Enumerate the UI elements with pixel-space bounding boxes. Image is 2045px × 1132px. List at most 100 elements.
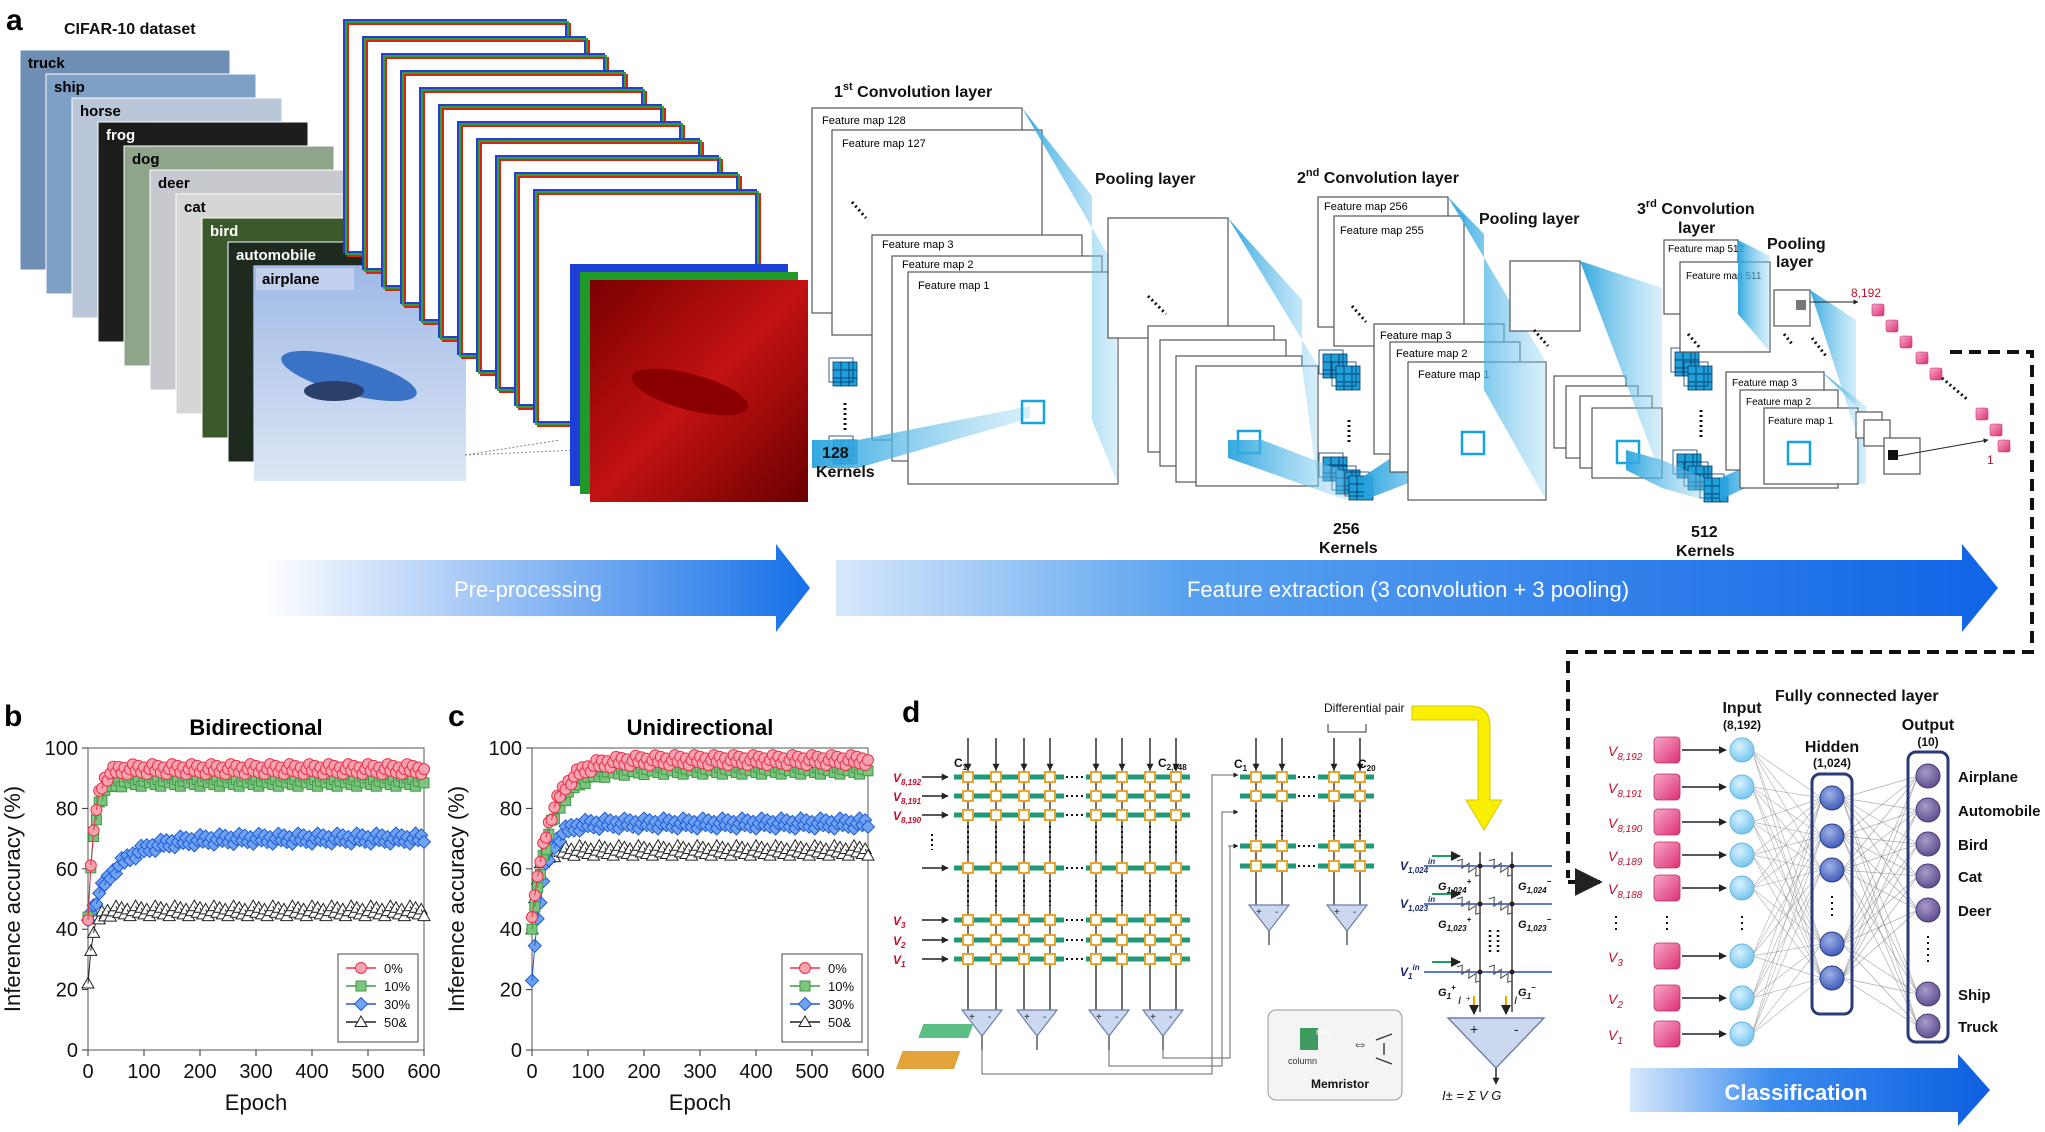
memristor-cell — [1354, 771, 1366, 783]
memristor-cell — [962, 914, 974, 926]
x-tick-label: 300 — [239, 1061, 272, 1083]
image-label-bg — [256, 268, 354, 290]
fc-hidden-node — [1819, 857, 1845, 883]
fc-connection — [1751, 786, 1823, 799]
fc-connection — [1751, 749, 1823, 799]
conv1-map-label: Feature map 1 — [918, 280, 990, 292]
y-tick-label: 20 — [56, 980, 78, 1002]
x-axis-label: Epoch — [225, 1090, 287, 1115]
y-tick-label: 80 — [500, 798, 522, 820]
fc-connection — [1751, 821, 1823, 945]
conv1-kernel-beam — [812, 406, 1030, 468]
memristor-resistor — [1456, 964, 1482, 983]
flatten-cell — [1989, 423, 2003, 437]
fc-connection — [1751, 887, 1823, 979]
memristor-cell — [1276, 771, 1288, 783]
image-label-bg — [152, 172, 206, 194]
diff-amp-plus: + — [1470, 1021, 1478, 1037]
conv1-map-label: Feature map 127 — [842, 138, 926, 150]
fc-connection — [1841, 797, 1919, 877]
fc-output-node — [1915, 797, 1941, 823]
fc-hidden-node — [1819, 965, 1845, 991]
marker-circle — [799, 962, 811, 974]
fc-connection — [1751, 835, 1823, 957]
fc-hidden-node — [1819, 823, 1845, 849]
marker-diamond — [797, 996, 813, 1012]
kernel-cell — [1348, 483, 1358, 493]
fc-connection — [1841, 869, 1919, 877]
fc-input-label: V8,189 — [1608, 848, 1643, 868]
fc-connection — [1751, 869, 1823, 1035]
fc-connection — [1751, 854, 1823, 945]
pool3-title-line1: Pooling — [1767, 236, 1826, 253]
flatten-top-label: 8,192 — [1851, 286, 1881, 300]
memristor-cell — [1144, 862, 1156, 874]
conv2-to-pool2-beam — [1448, 197, 1546, 500]
memristor-cell — [1090, 771, 1102, 783]
fc-connection — [1751, 797, 1823, 856]
memristor-row-bar — [918, 1024, 974, 1038]
series-0% — [526, 749, 874, 924]
memristor-cell — [1170, 790, 1182, 802]
fc-input-cell — [1653, 773, 1681, 801]
fc-connection — [1841, 869, 1919, 1027]
kernel-cell — [1684, 453, 1694, 463]
fc-connection — [1751, 943, 1823, 999]
memristor-cell — [990, 862, 1002, 874]
pool3-top-pixel — [1796, 300, 1806, 310]
x-tick-label: 500 — [795, 1061, 828, 1083]
memristor-cell — [1170, 914, 1182, 926]
kernel-back — [1331, 361, 1357, 387]
memristor-cell — [1170, 809, 1182, 821]
kernel-cell — [1676, 453, 1686, 463]
conv1-map-1 — [907, 271, 1119, 485]
rgb-channel-stack — [343, 19, 808, 502]
memristor-cell — [1116, 771, 1128, 783]
memristor-cell — [990, 771, 1002, 783]
fc-output-node — [1915, 981, 1941, 1007]
fc-connection — [1841, 775, 1919, 945]
memristor-cell — [1116, 790, 1128, 802]
fc-input-node — [1729, 875, 1755, 901]
amplifier-a1 — [960, 1009, 1004, 1037]
fc-connection — [1841, 869, 1919, 995]
conv1-kernels-word: Kernels — [816, 464, 875, 481]
memristor-cell — [1170, 934, 1182, 946]
differential-pair-label: Differential pair — [1324, 701, 1404, 715]
kernel-cell — [1674, 351, 1684, 361]
image-label-bg — [100, 124, 154, 146]
x-tick-label: 200 — [183, 1061, 216, 1083]
legend-label: 0% — [384, 961, 403, 976]
memristor-symbol-icon — [1375, 1033, 1393, 1065]
fc-connection — [1751, 749, 1823, 945]
memristor-cell — [1090, 862, 1102, 874]
row-input-label: V8,190 — [893, 809, 922, 825]
memristor-cell — [1044, 771, 1056, 783]
fc-input-cell — [1653, 736, 1681, 764]
fc-connection — [1751, 977, 1823, 1035]
red-airplane-silhouette — [631, 368, 749, 416]
fc-output-sub: (10) — [1917, 735, 1938, 749]
col2-last-label: C20 — [1358, 757, 1376, 773]
x-tick-label: 200 — [627, 1061, 660, 1083]
memristor-cell — [1250, 790, 1262, 802]
flatten-cell — [1929, 367, 1943, 381]
flatten-cell — [1899, 335, 1913, 349]
conv1-receptive-field — [1020, 399, 1046, 425]
pool3-title-line2: layer — [1776, 254, 1813, 271]
series-30% — [80, 826, 432, 928]
memristor-cell — [962, 934, 974, 946]
marker-diamond — [353, 996, 369, 1012]
fc-connection — [1751, 943, 1823, 1035]
marker-circle — [418, 763, 430, 776]
pool1-title: Pooling layer — [1095, 171, 1195, 188]
fc-hidden-node — [1819, 931, 1845, 957]
conductance-plus-label: G1+ — [1438, 983, 1456, 1001]
hidden-layer-box — [1810, 772, 1854, 1016]
x-tick-label: 600 — [851, 1061, 884, 1083]
conv3-map-label: Feature map 3 — [1732, 378, 1797, 389]
amp-minus: - — [1275, 907, 1278, 918]
memristor-cell — [1250, 860, 1262, 872]
